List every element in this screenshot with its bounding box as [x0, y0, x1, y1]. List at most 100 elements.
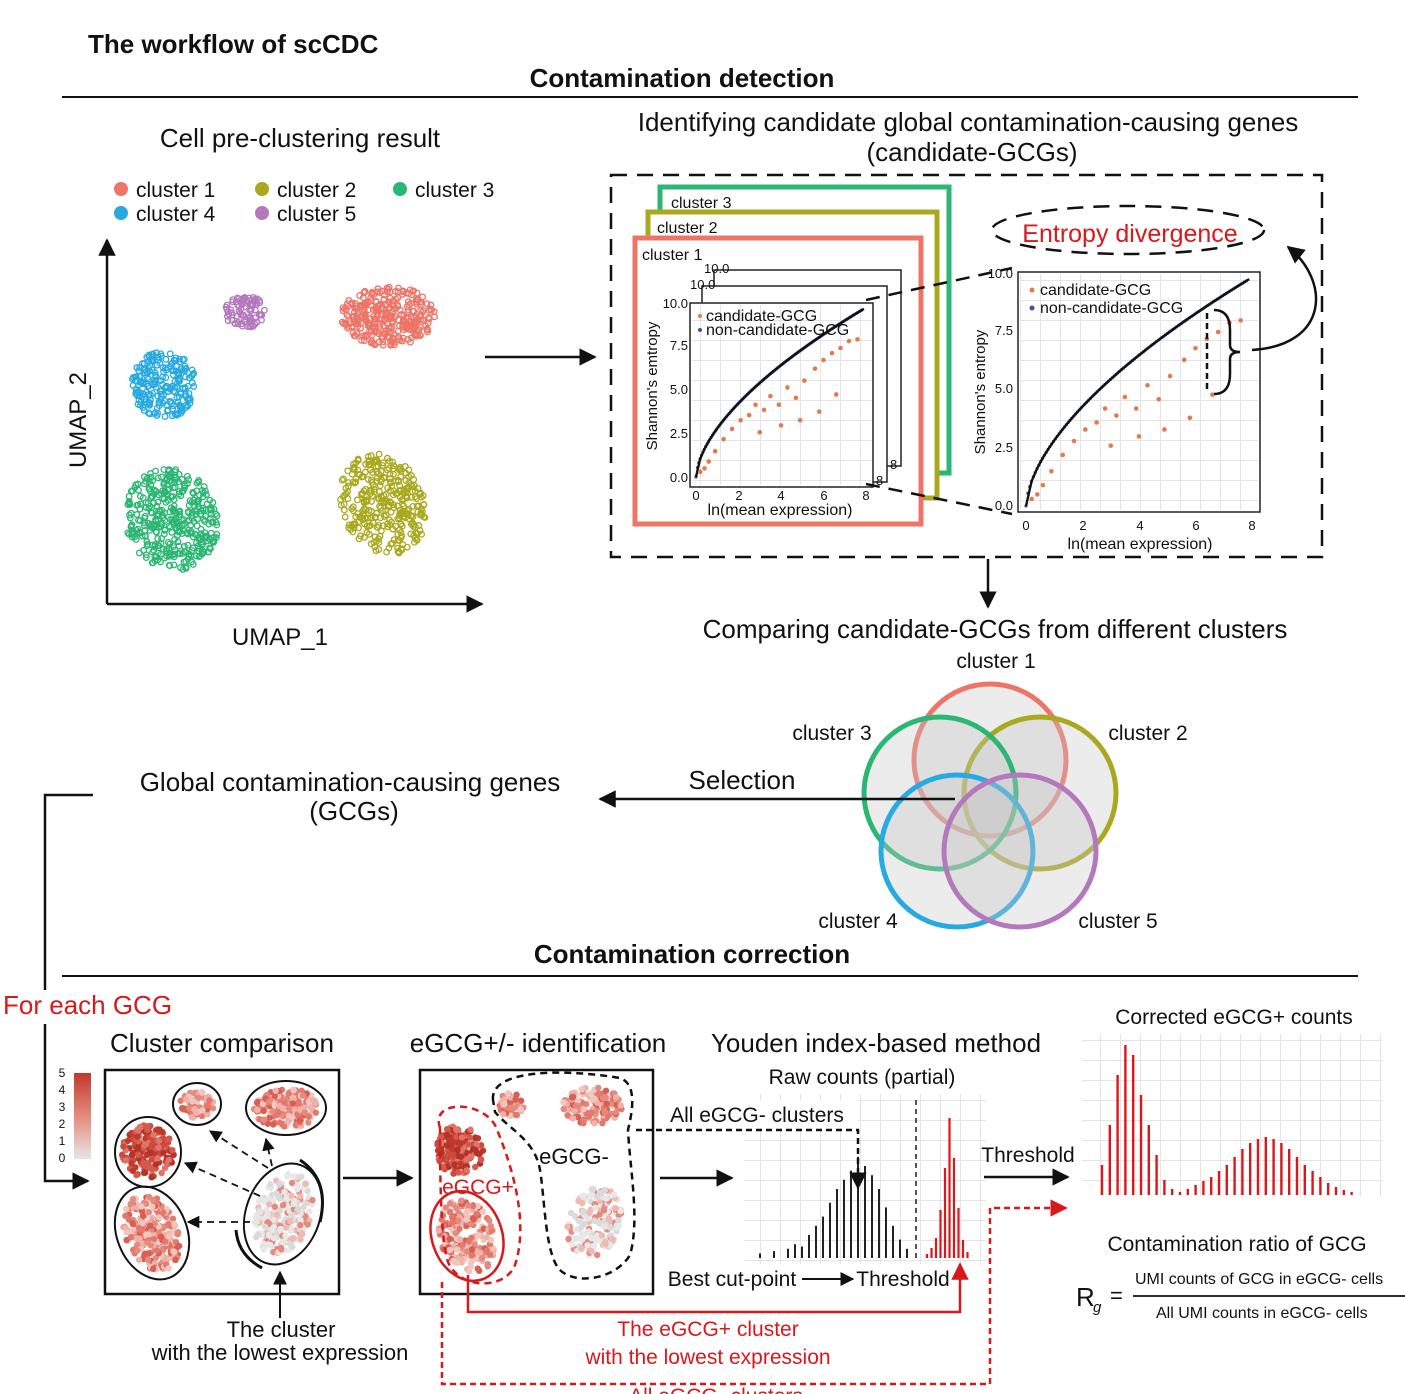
youden-panel: Youden index-based method Raw counts (pa… — [440, 1028, 1068, 1394]
cc-cell — [141, 1141, 149, 1149]
umap-point — [170, 561, 178, 569]
cc-cell — [150, 1131, 157, 1139]
large-plot-candidate-point — [1133, 406, 1139, 411]
eg-cell — [572, 1102, 580, 1109]
cc-cell — [166, 1233, 173, 1240]
umap-point — [139, 378, 147, 386]
cc-cell — [146, 1222, 154, 1229]
large-plot-candidate-point — [1122, 394, 1128, 400]
umap-point — [358, 491, 366, 499]
cc-cell — [175, 1242, 183, 1250]
umap-point — [233, 294, 241, 302]
cc-cell — [169, 1215, 177, 1222]
candidate-title-line2: (candidate-GCGs) — [867, 137, 1078, 167]
umap-point — [179, 549, 186, 557]
eg-cell — [580, 1220, 588, 1228]
umap-point — [349, 329, 357, 337]
large-plot-candidate-point — [1162, 427, 1167, 432]
eg-cell — [607, 1241, 614, 1249]
umap-point — [145, 398, 153, 406]
legend-dot-cluster-5 — [255, 206, 269, 220]
umap-point — [240, 311, 248, 319]
egcg-plus-lowest-ring — [429, 1189, 505, 1283]
umap-point — [154, 474, 162, 482]
umap-point — [153, 502, 161, 510]
umap-point — [405, 466, 413, 474]
cc-blob-2 — [250, 1086, 320, 1130]
umap-point — [135, 367, 143, 375]
cc-cell — [209, 1105, 217, 1112]
small-legend-dot-non-candidate — [698, 328, 702, 332]
eg-cell — [455, 1217, 462, 1224]
umap-point — [143, 374, 151, 382]
cc-cell — [165, 1221, 172, 1228]
umap-point — [398, 546, 406, 554]
cc-cell — [270, 1234, 278, 1242]
cc-cell — [253, 1099, 261, 1106]
small-plot-candidate-point — [729, 426, 735, 432]
umap-point — [126, 499, 134, 507]
umap-point — [379, 522, 387, 530]
umap-point — [402, 320, 410, 328]
umap-point — [384, 333, 392, 341]
eg-cell — [454, 1146, 461, 1154]
venn-label-cluster-1: cluster 1 — [956, 650, 1035, 673]
umap-point — [419, 316, 427, 324]
umap-point — [154, 356, 162, 364]
umap-point — [399, 496, 407, 504]
cc-cell — [135, 1224, 142, 1231]
umap-point — [178, 475, 186, 483]
umap-point — [152, 467, 160, 475]
umap-legend: cluster 1 cluster 2 cluster 3 cluster 4 … — [114, 179, 494, 226]
venn-label-cluster-5: cluster 5 — [1078, 910, 1157, 933]
raw-counts-title: Raw counts (partial) — [769, 1066, 956, 1089]
umap-point — [160, 480, 168, 488]
umap-point — [373, 523, 381, 531]
small-plot-candidate-point — [855, 337, 860, 342]
cc-cell — [299, 1092, 307, 1099]
cc-cell — [289, 1100, 297, 1107]
eg-cell — [465, 1202, 472, 1209]
umap-point — [163, 401, 171, 409]
umap-point — [188, 366, 196, 374]
umap-point — [378, 304, 386, 312]
eg-cell — [472, 1163, 479, 1171]
eg-cell — [608, 1235, 616, 1243]
small-entropy-plot: candidate-GCG non-candidate-GCG 10.0 7.5… — [644, 296, 874, 519]
eg-cell — [507, 1099, 514, 1106]
lowest-label-line1: The cluster — [227, 1317, 336, 1342]
cc-cell — [305, 1113, 312, 1120]
large-xtick-4: 4 — [1136, 518, 1143, 533]
cc-cell — [134, 1241, 141, 1248]
selection-label: Selection — [689, 765, 796, 795]
eg-cell — [597, 1190, 605, 1197]
cc-cell — [277, 1225, 284, 1233]
cc-cell — [290, 1173, 297, 1180]
zoom-line-bottom — [865, 482, 1013, 516]
eg-cell — [458, 1197, 465, 1204]
umap-point — [126, 514, 134, 522]
umap-point — [207, 529, 215, 537]
scale-tick-2: 2 — [59, 1117, 66, 1131]
small-plot-candidate-point — [778, 423, 784, 428]
cc-cell — [309, 1096, 317, 1104]
eg-cell — [588, 1186, 596, 1193]
small-ytick-5: 5.0 — [670, 382, 688, 397]
umap-point — [360, 306, 368, 314]
large-plot-candidate-point — [1040, 482, 1046, 488]
gcg-title-line2: (GCGs) — [309, 796, 399, 826]
umap-point — [390, 536, 398, 544]
small-plot-candidate-point — [776, 402, 782, 408]
cc-cell — [138, 1203, 145, 1210]
cc-cell — [257, 1208, 264, 1216]
umap-point — [386, 475, 394, 483]
small-plot-candidate-point — [838, 345, 843, 351]
ratio-symbol: R — [1076, 1282, 1095, 1312]
cc-cell — [158, 1169, 165, 1177]
umap-point — [193, 522, 201, 530]
eg-cell — [435, 1227, 443, 1234]
eg-cell — [477, 1141, 485, 1149]
cc-cell — [288, 1114, 296, 1121]
umap-point — [196, 552, 204, 560]
umap-point — [409, 519, 416, 527]
